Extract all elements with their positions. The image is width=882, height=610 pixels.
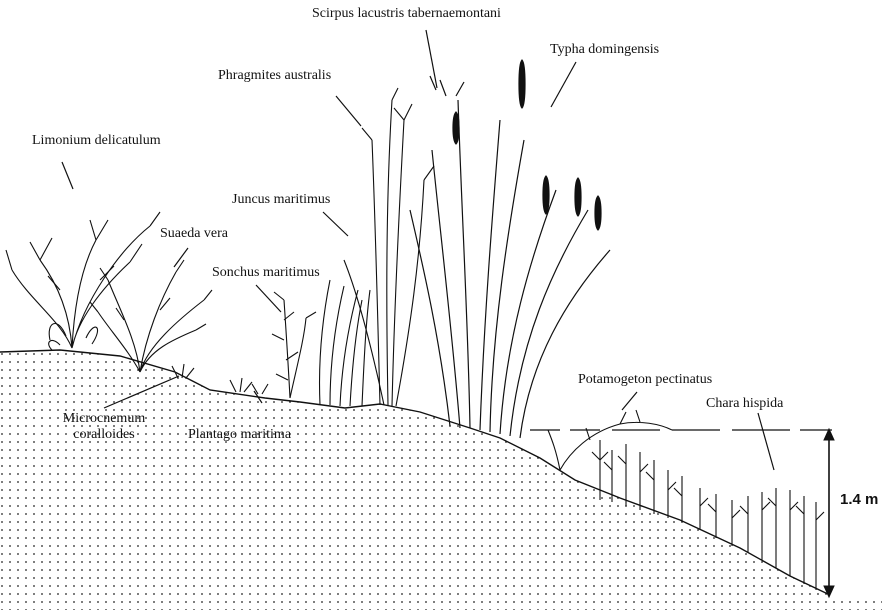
limonium-plant bbox=[6, 212, 160, 350]
label-chara: Chara hispida bbox=[706, 396, 783, 412]
soil-ground bbox=[0, 350, 882, 610]
phragmites-plant bbox=[319, 88, 434, 406]
label-suaeda: Suaeda vera bbox=[160, 226, 228, 242]
label-microcnemum: Microcnemum coralloides bbox=[46, 411, 162, 443]
sonchus-plant bbox=[272, 292, 316, 398]
label-scirpus: Scirpus lacustris tabernaemontani bbox=[312, 6, 501, 22]
label-plantago: Plantago maritima bbox=[188, 427, 291, 443]
label-potamogeton: Potamogeton pectinatus bbox=[578, 372, 712, 388]
label-phragmites: Phragmites australis bbox=[218, 68, 331, 84]
label-microcnemum-line2: coralloides bbox=[46, 427, 162, 443]
label-typha: Typha domingensis bbox=[550, 42, 659, 58]
potamogeton-plant bbox=[548, 410, 672, 470]
depth-dimension bbox=[824, 429, 834, 597]
label-limonium: Limonium delicatulum bbox=[32, 133, 161, 149]
label-microcnemum-line1: Microcnemum bbox=[46, 411, 162, 427]
label-juncus: Juncus maritimus bbox=[232, 192, 330, 208]
depth-label: 1.4 m bbox=[840, 491, 878, 508]
label-sonchus: Sonchus maritimus bbox=[212, 265, 320, 281]
